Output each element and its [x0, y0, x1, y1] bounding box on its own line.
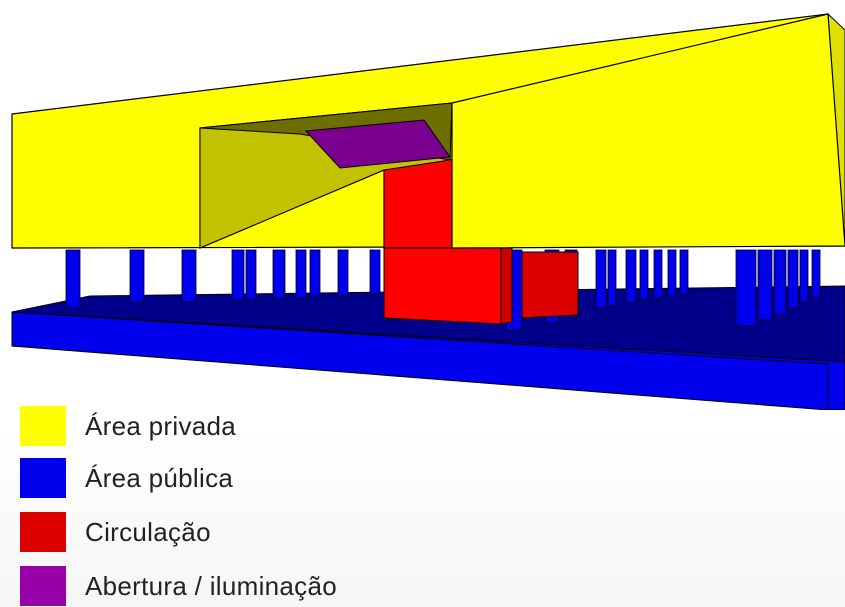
legend-swatch-circulation	[20, 512, 66, 552]
legend-swatch-public	[20, 458, 66, 498]
legend-label-opening: Abertura / iluminação	[85, 570, 337, 601]
column	[272, 249, 286, 299]
legend-item-private: Área privada	[20, 406, 236, 446]
column	[231, 249, 245, 301]
column	[369, 249, 381, 295]
legend-swatch-private	[20, 406, 66, 446]
column	[773, 249, 787, 315]
column	[245, 249, 257, 301]
column	[667, 249, 677, 297]
legend-label-public: Área pública	[85, 462, 234, 493]
column	[757, 249, 773, 321]
column	[65, 249, 81, 309]
legend-item-opening: Abertura / iluminação	[20, 566, 337, 606]
column	[639, 249, 649, 301]
column	[181, 249, 197, 303]
column	[129, 249, 145, 303]
legend-label-private: Área privada	[85, 410, 237, 441]
column	[799, 249, 809, 303]
ground-slab-front-face	[11, 311, 829, 410]
legend-label-circulation: Circulação	[85, 516, 211, 547]
legend-item-public: Área pública	[20, 458, 233, 498]
column	[595, 249, 607, 309]
circulation-wall-back	[521, 251, 579, 319]
column	[787, 249, 799, 309]
column	[337, 249, 349, 297]
legend: Área privada Área pública Circulação Abe…	[0, 400, 845, 607]
column	[295, 249, 307, 299]
skylight-opening	[304, 119, 451, 169]
building-diagram	[11, 12, 845, 410]
legend-swatch-opening	[20, 566, 66, 606]
column	[811, 249, 821, 299]
column	[309, 249, 321, 297]
column	[653, 249, 663, 299]
private-volume-right-front	[451, 13, 845, 249]
column	[607, 249, 617, 307]
columns-group	[65, 249, 821, 331]
legend-item-circulation: Circulação	[20, 512, 211, 552]
column	[679, 249, 689, 295]
column	[735, 249, 757, 327]
column	[625, 249, 637, 303]
